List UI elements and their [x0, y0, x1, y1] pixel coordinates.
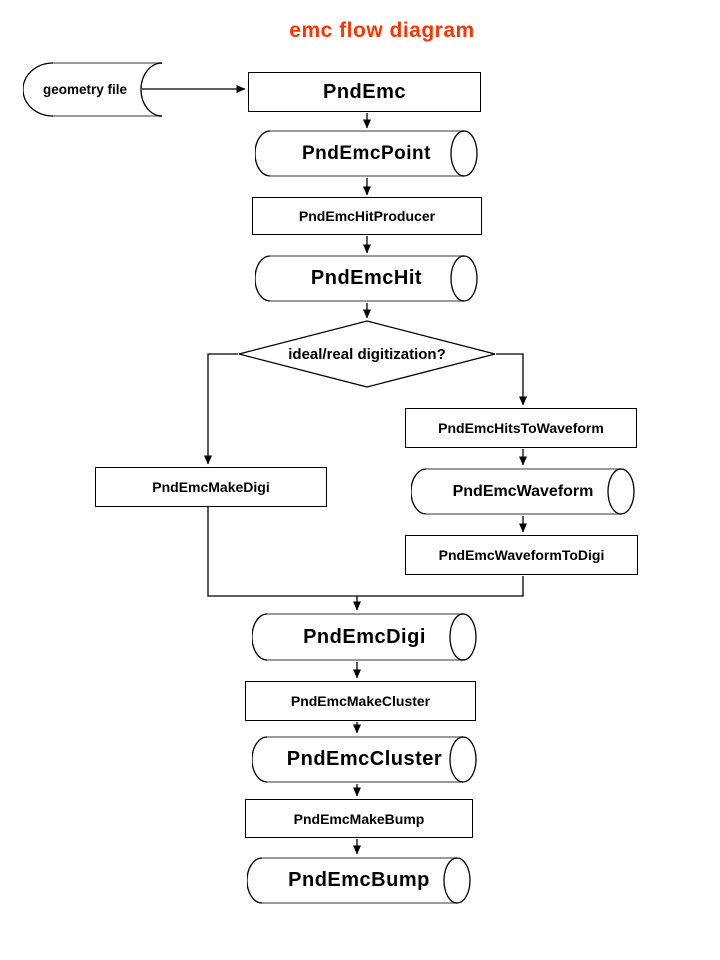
node-geometry-file-label: geometry file: [42, 82, 128, 97]
node-digitization-decision-label: ideal/real digitization?: [288, 345, 446, 363]
node-pndemcwaveform-label: PndEmcWaveform: [452, 482, 594, 500]
node-digitization-decision: ideal/real digitization?: [238, 320, 496, 388]
node-pndemcmakebump: PndEmcMakeBump: [245, 799, 473, 838]
node-pndemcmakedigi: PndEmcMakeDigi: [95, 467, 327, 507]
node-pndemchit-label: PndEmcHit: [310, 267, 423, 289]
node-pndemcwaveformtodigi-label: PndEmcWaveformToDigi: [438, 547, 605, 563]
node-pndemcmakedigi-label: PndEmcMakeDigi: [152, 479, 270, 495]
cylinder-shape: [252, 736, 477, 783]
node-pndemchitproducer-label: PndEmcHitProducer: [298, 208, 436, 224]
node-pndemcdigi-label: PndEmcDigi: [303, 625, 426, 648]
cylinder-shape: [255, 255, 478, 302]
node-pndemcdigi: PndEmcDigi: [252, 613, 477, 661]
node-pndemchitproducer: PndEmcHitProducer: [252, 197, 482, 235]
node-pndemchitstowaveform-label: PndEmcHitsToWaveform: [438, 420, 604, 436]
node-pndemccluster-label: PndEmcCluster: [286, 748, 443, 770]
node-pndemccluster: PndEmcCluster: [252, 736, 477, 783]
diamond-shape: [238, 320, 496, 388]
node-pndemcbump: PndEmcBump: [247, 857, 471, 904]
node-pndemcpoint: PndEmcPoint: [255, 130, 478, 177]
node-pndemcmakecluster: PndEmcMakeCluster: [245, 681, 476, 721]
node-pndemc: PndEmc: [248, 72, 481, 112]
node-pndemcwaveform: PndEmcWaveform: [411, 468, 635, 515]
node-pndemchit: PndEmcHit: [255, 255, 478, 302]
node-pndemc-label: PndEmc: [322, 80, 407, 103]
cylinder-shape: [252, 613, 477, 661]
node-geometry-file: geometry file: [23, 62, 163, 117]
node-pndemcpoint-label: PndEmcPoint: [301, 142, 431, 164]
diagram-title: emc flow diagram: [289, 19, 475, 42]
edge-decision-to-hitstowave: [496, 353, 527, 406]
node-pndemcwaveformtodigi: PndEmcWaveformToDigi: [405, 535, 638, 575]
cylinder-shape: [255, 130, 478, 177]
edge-decision-to-makedigi: [204, 353, 238, 465]
cylinder-shape: [247, 857, 471, 904]
node-pndemcmakebump-label: PndEmcMakeBump: [293, 810, 425, 827]
edge-merge-line: [207, 507, 524, 597]
cylinder-shape: [411, 468, 635, 515]
node-pndemcbump-label: PndEmcBump: [288, 869, 430, 891]
node-pndemchitstowaveform: PndEmcHitsToWaveform: [405, 408, 637, 448]
stored-data-shape: [23, 62, 163, 117]
node-pndemcmakecluster-label: PndEmcMakeCluster: [290, 693, 431, 709]
